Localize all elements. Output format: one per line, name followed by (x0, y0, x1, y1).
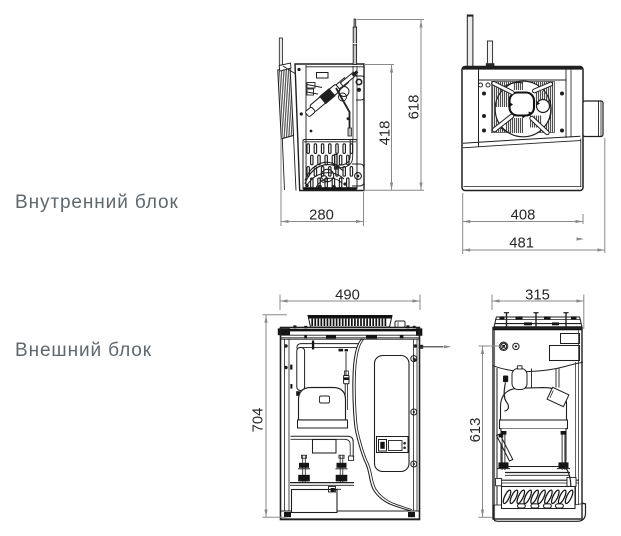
svg-text:408: 408 (511, 208, 536, 224)
svg-text:618: 618 (406, 95, 422, 120)
svg-text:418: 418 (377, 121, 393, 146)
svg-text:280: 280 (309, 208, 334, 224)
svg-text:Внутренний блок: Внутренний блок (15, 192, 179, 213)
svg-text:Внешний блок: Внешний блок (15, 340, 152, 361)
svg-text:613: 613 (468, 418, 484, 443)
svg-text:315: 315 (525, 288, 550, 304)
svg-text:704: 704 (251, 408, 267, 433)
svg-text:490: 490 (335, 288, 360, 304)
svg-text:481: 481 (509, 235, 534, 251)
